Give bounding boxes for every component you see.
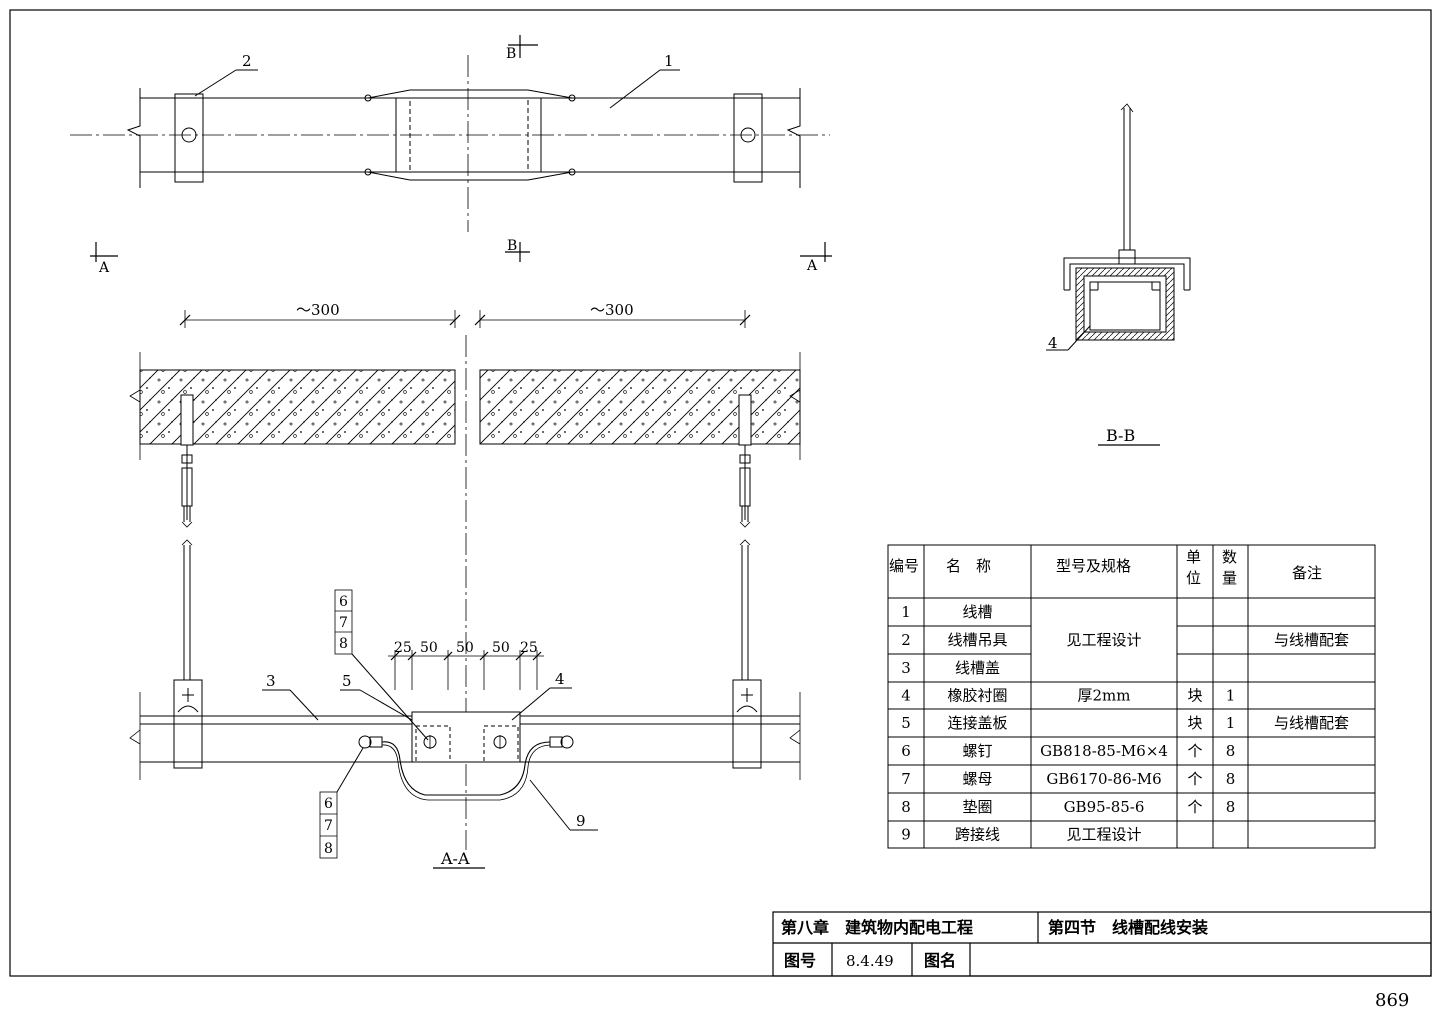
leader-9-label: 9	[576, 812, 586, 830]
table-cell-qty: 1	[1226, 714, 1236, 732]
section-a-mark-left: A	[98, 260, 110, 276]
page-number: 869	[1375, 990, 1409, 1011]
svg-text:备注: 备注	[1292, 564, 1322, 582]
table-cell-qty: 8	[1226, 798, 1236, 816]
plan-leader-1-line	[609, 69, 661, 109]
svg-text:6: 6	[339, 594, 348, 610]
table-cell-name: 橡胶衬圈	[947, 687, 1007, 705]
leader-4-label: 4	[555, 670, 565, 688]
table-cell-spec: 见工程设计	[1066, 631, 1141, 649]
header-qty-line2: 量	[1222, 569, 1237, 587]
table-cell-qty: 8	[1226, 770, 1236, 788]
table-cell-spec: GB6170-86-M6	[1046, 770, 1161, 788]
parts-table	[887, 544, 1376, 849]
table-cell-no: 3	[901, 659, 911, 677]
table-cell-qty: 8	[1226, 742, 1236, 760]
table-cell-no: 5	[901, 714, 911, 732]
table-cell-spec: 见工程设计	[1066, 826, 1141, 844]
table-cell-name: 线槽吊具	[947, 631, 1007, 649]
table-cell-no: 1	[901, 603, 911, 621]
bb-leader-4-label: 4	[1048, 334, 1058, 352]
title-block	[772, 911, 1432, 977]
svg-text:7: 7	[324, 818, 333, 834]
table-cell-name: 螺钉	[962, 742, 992, 760]
table-cell-note: 与线槽配套	[1274, 714, 1349, 732]
dim-left-300: ～300	[296, 301, 340, 319]
leader-678-bottom: 6 7 8	[324, 796, 333, 857]
svg-text:8: 8	[339, 636, 348, 652]
table-cell-unit: 个	[1187, 742, 1202, 760]
fig-name-label: 图名	[924, 951, 956, 970]
table-cell-no: 7	[901, 770, 911, 788]
plan-leader-1-label: 1	[664, 52, 674, 70]
header-qty-line1: 数	[1222, 548, 1237, 566]
table-cell-name: 连接盖板	[947, 714, 1007, 732]
fig-no-value: 8.4.49	[846, 952, 894, 970]
dim-right-300: ～300	[590, 301, 634, 319]
title-section: 第四节 线槽配线安装	[1048, 918, 1208, 937]
concrete-slab-right	[479, 369, 801, 445]
table-cell-no: 9	[901, 826, 911, 844]
table-cell-no: 2	[901, 631, 911, 649]
title-chapter: 第八章 建筑物内配电工程	[781, 918, 973, 937]
svg-text:6: 6	[324, 796, 333, 812]
table-cell-no: 6	[901, 742, 911, 760]
plan-leader-2-line	[194, 69, 237, 97]
section-a-mark-right: A	[806, 258, 818, 274]
section-bb-title: B-B	[1106, 426, 1135, 445]
section-aa-title: A-A	[440, 849, 470, 868]
leader-5-label: 5	[342, 672, 352, 690]
table-cell-unit: 个	[1187, 770, 1202, 788]
table-cell-unit: 个	[1187, 798, 1202, 816]
table-cell-spec: GB95-85-6	[1064, 798, 1145, 816]
table-cell-name: 线槽	[962, 603, 992, 621]
svg-text:型号及规格: 型号及规格	[1056, 557, 1131, 575]
header-unit-line2: 位	[1186, 569, 1201, 587]
dim-chain-labels: 25 50 50 50 25	[394, 640, 538, 656]
table-cell-unit: 块	[1187, 687, 1202, 705]
table-cell-no: 8	[901, 798, 911, 816]
svg-text:50: 50	[420, 640, 438, 656]
section-b-mark-top: B	[506, 46, 516, 62]
plan-view	[70, 35, 832, 262]
table-cell-qty: 1	[1226, 687, 1236, 705]
section-bb	[1046, 103, 1191, 446]
section-aa	[129, 310, 801, 869]
sheet-border	[9, 9, 1432, 977]
table-cell-name: 跨接线	[955, 826, 1000, 844]
table-cell-name: 线槽盖	[955, 659, 1000, 677]
svg-text:50: 50	[492, 640, 510, 656]
svg-text:名 称: 名 称	[946, 557, 991, 575]
table-cell-no: 4	[901, 687, 911, 705]
svg-text:7: 7	[339, 615, 348, 631]
svg-text:编号: 编号	[889, 557, 919, 575]
table-cell-name: 螺母	[962, 770, 992, 788]
svg-text:50: 50	[456, 640, 474, 656]
leader-678-top: 6 7 8	[339, 594, 348, 652]
table-cell-note: 与线槽配套	[1274, 631, 1349, 649]
fig-no-label: 图号	[784, 951, 816, 970]
header-unit-line1: 单	[1186, 548, 1201, 566]
table-cell-unit: 块	[1187, 714, 1202, 732]
svg-text:25: 25	[520, 640, 538, 656]
table-cell-spec: 厚2mm	[1078, 687, 1131, 705]
svg-text:25: 25	[394, 640, 412, 656]
leader-3-label: 3	[266, 672, 276, 690]
svg-text:8: 8	[324, 841, 333, 857]
plan-leader-2-label: 2	[242, 52, 252, 70]
table-cell-name: 垫圈	[962, 798, 992, 816]
parts-table-header: 编号 名 称 型号及规格 单 位 数 量 备注	[889, 548, 1322, 587]
table-cell-spec: GB818-85-M6×4	[1040, 742, 1168, 760]
section-b-mark-bottom: B	[507, 238, 517, 254]
